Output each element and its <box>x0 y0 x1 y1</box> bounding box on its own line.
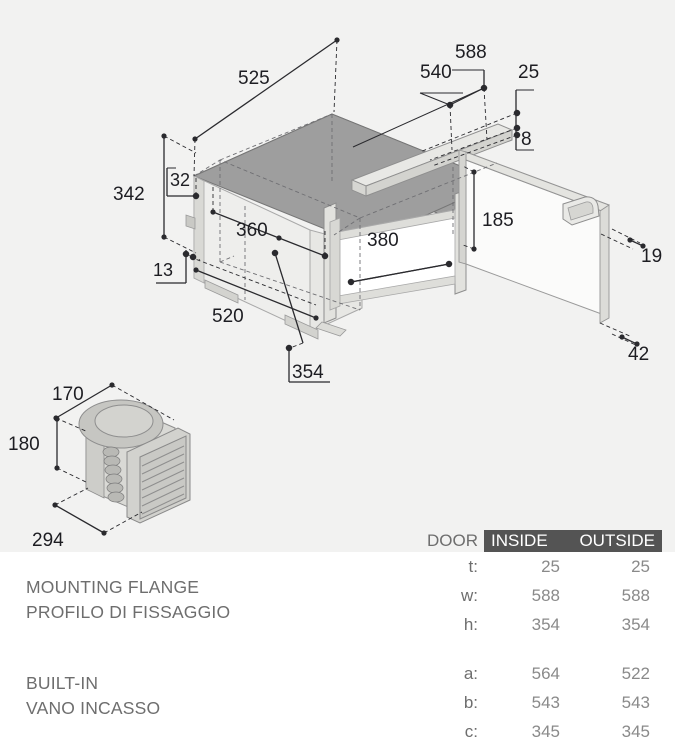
column-header-door: DOOR <box>427 531 478 550</box>
table-row: h: 354 354 <box>414 610 662 639</box>
row-inside-c: 345 <box>531 721 560 741</box>
legend-en-built-in: BUILT-IN <box>26 673 99 693</box>
spec-table-wrapper: DOOR INSIDE OUTSIDE t: 25 25 w: 588 588 <box>414 530 662 746</box>
row-outside-b: 543 <box>621 692 650 712</box>
row-inside-w: 588 <box>531 585 560 605</box>
door-panel <box>458 149 610 324</box>
row-outside-a: 522 <box>621 663 650 683</box>
dim-label-13: 13 <box>153 260 173 280</box>
dim-label-540: 540 <box>420 62 452 83</box>
legend-it-built-in: VANO INCASSO <box>26 698 161 718</box>
dim-label-185: 185 <box>482 210 514 231</box>
dim-label-354: 354 <box>292 362 324 383</box>
row-key-w: w: <box>461 585 478 605</box>
row-outside-c: 345 <box>621 721 650 741</box>
row-outside-w: 588 <box>621 585 650 605</box>
dim-label-25: 25 <box>518 62 539 83</box>
row-inside-b: 543 <box>531 692 560 712</box>
table-row: c: 345 345 <box>414 717 662 746</box>
row-key-t: t: <box>468 556 478 576</box>
row-outside-t: 25 <box>631 556 650 576</box>
row-inside-t: 25 <box>541 556 560 576</box>
compressor-dimension-lines <box>52 382 175 536</box>
compressor-dimension-labels: 170 180 294 <box>8 384 84 551</box>
table-row: b: 543 543 <box>414 688 662 717</box>
table-row-spacer <box>414 639 662 659</box>
dim-label-19: 19 <box>641 246 662 267</box>
legend-block-mounting-flange: MOUNTING FLANGE PROFILO DI FISSAGGIO <box>26 575 406 625</box>
dim-label-342: 342 <box>113 184 145 205</box>
legend-en-mounting-flange: MOUNTING FLANGE <box>26 577 200 597</box>
row-inside-a: 564 <box>531 663 560 683</box>
column-header-outside: OUTSIDE <box>572 530 662 552</box>
dim-label-180: 180 <box>8 434 40 455</box>
spec-table-head: DOOR INSIDE OUTSIDE <box>414 530 662 552</box>
table-row: t: 25 25 <box>414 552 662 581</box>
compressor-unit <box>78 399 191 524</box>
legend: MOUNTING FLANGE PROFILO DI FISSAGGIO BUI… <box>26 575 406 721</box>
door-spec-table: DOOR INSIDE OUTSIDE t: 25 25 w: 588 588 <box>414 530 662 746</box>
table-row: w: 588 588 <box>414 581 662 610</box>
legend-spacer <box>26 625 406 671</box>
row-outside-h: 354 <box>621 614 650 634</box>
info-area: MOUNTING FLANGE PROFILO DI FISSAGGIO BUI… <box>0 530 675 750</box>
spec-table-header-row: DOOR INSIDE OUTSIDE <box>414 530 662 552</box>
dim-label-588: 588 <box>455 42 487 63</box>
dim-label-360: 360 <box>236 220 268 241</box>
dim-label-42: 42 <box>628 344 649 365</box>
row-key-h: h: <box>463 614 478 634</box>
column-header-inside: INSIDE <box>484 530 572 552</box>
dim-label-294: 294 <box>32 530 64 551</box>
drawing-area: 525 540 588 25 8 342 32 13 360 520 354 3… <box>0 0 675 552</box>
spec-table-body: t: 25 25 w: 588 588 h: 354 354 <box>414 552 662 746</box>
isometric-drawing: 525 540 588 25 8 342 32 13 360 520 354 3… <box>8 37 662 551</box>
dim-label-525: 525 <box>238 68 270 89</box>
spacer-cell <box>484 639 572 659</box>
legend-it-mounting-flange: PROFILO DI FISSAGGIO <box>26 602 231 622</box>
spacer-cell <box>572 639 662 659</box>
dim-label-32: 32 <box>170 170 190 190</box>
dim-label-8: 8 <box>521 129 532 150</box>
dimension-lines <box>156 37 646 383</box>
dim-label-380: 380 <box>367 230 399 251</box>
legend-block-built-in: BUILT-IN VANO INCASSO <box>26 671 406 721</box>
dim-label-520: 520 <box>212 306 244 327</box>
row-key-a: a: <box>463 663 478 683</box>
row-key-c: c: <box>464 721 478 741</box>
spacer-cell <box>414 639 484 659</box>
row-inside-h: 354 <box>531 614 560 634</box>
dim-label-170: 170 <box>52 384 84 405</box>
row-key-b: b: <box>463 692 478 712</box>
main-dimension-labels: 525 540 588 25 8 342 32 13 360 520 354 3… <box>113 42 662 383</box>
table-row: a: 564 522 <box>414 659 662 688</box>
